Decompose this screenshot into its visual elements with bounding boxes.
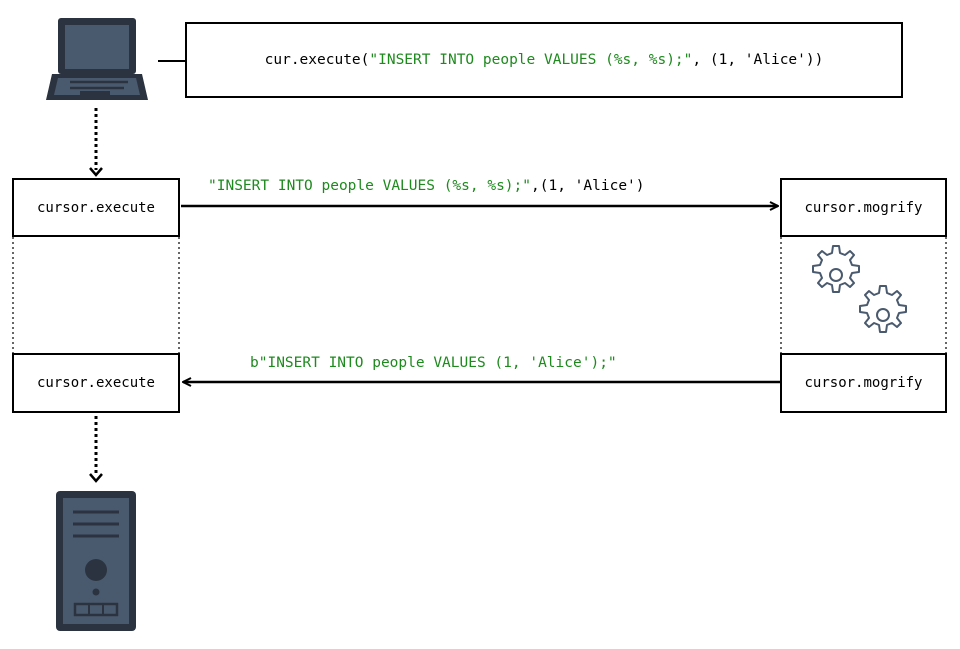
forward-params: ,(1, 'Alice')	[531, 178, 645, 194]
dotted-arrow-down-top	[89, 108, 103, 177]
laptop-icon	[46, 18, 148, 100]
code-params: , (1, 'Alice'))	[692, 52, 824, 68]
execute-box-top: cursor.execute	[12, 178, 180, 237]
mogrify-box-bottom: cursor.mogrify	[780, 353, 947, 413]
gears-icon	[812, 245, 907, 333]
code-query: "INSERT INTO people VALUES (%s, %s);"	[369, 52, 693, 68]
forward-message-label: "INSERT INTO people VALUES (%s, %s);",(1…	[208, 178, 645, 194]
left-lifeline	[12, 237, 180, 353]
client-code-box: cur.execute("INSERT INTO people VALUES (…	[185, 22, 903, 98]
return-message-label: b"INSERT INTO people VALUES (1, 'Alice')…	[250, 355, 617, 371]
dotted-arrow-down-bottom	[89, 416, 103, 483]
forward-query: "INSERT INTO people VALUES (%s, %s);"	[208, 178, 532, 194]
code-prefix: cur.execute(	[264, 52, 370, 68]
mogrify-box-top: cursor.mogrify	[780, 178, 947, 237]
server-tower-icon	[56, 491, 136, 631]
right-lifeline	[780, 237, 947, 353]
execute-box-bottom: cursor.execute	[12, 353, 180, 413]
